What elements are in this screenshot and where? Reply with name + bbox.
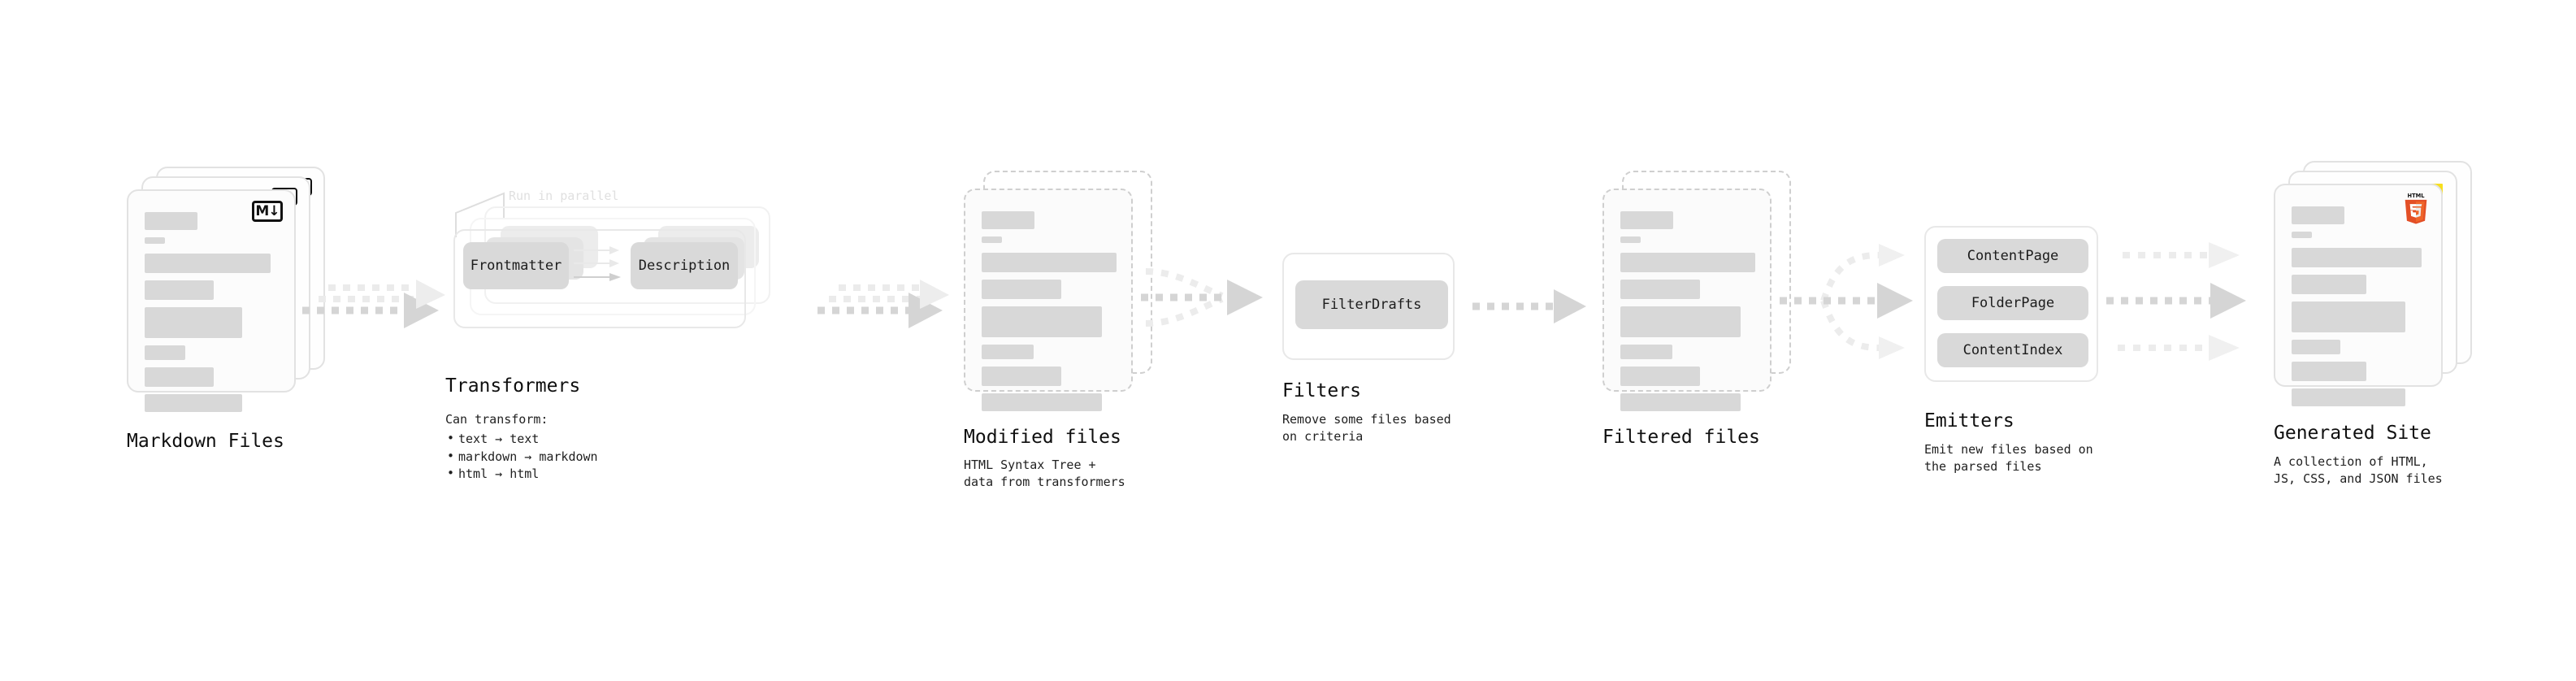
emitter-node-contentpage[interactable]: ContentPage [1937, 239, 2088, 273]
filter-node-filterdrafts[interactable]: FilterDrafts [1295, 280, 1448, 329]
transformer-node-description[interactable]: Description [631, 242, 738, 289]
doc-skeleton [1620, 211, 1755, 419]
caption-title-emitters: Emitters [1924, 410, 2014, 432]
caption-title-markdown: Markdown Files [127, 431, 284, 452]
caption-sub-filters: Remove some files based on criteria [1282, 412, 1451, 445]
markdown-icon: M↓ [252, 201, 283, 222]
markdown-card-front: M↓ [127, 189, 296, 412]
emitters-panel: ContentPage FolderPage ContentIndex [1924, 226, 2098, 382]
transformers-panel-front [453, 229, 746, 328]
caption-list-transformers: Can transform: text → text markdown → ma… [445, 411, 598, 484]
can-transform-label: Can transform: [445, 412, 549, 427]
connector-transformers-to-modified [817, 280, 949, 328]
caption-sub-emitters: Emit new files based on the parsed files [1924, 442, 2093, 475]
run-in-parallel-label: Run in parallel [509, 189, 619, 203]
doc-skeleton [145, 212, 280, 419]
connector-md-to-transformers [302, 280, 445, 328]
connector-emitters-to-site [2106, 242, 2246, 361]
connector-filters-to-filtered [1472, 289, 1586, 323]
caption-title-filters: Filters [1282, 380, 1361, 401]
connector-modified-to-filters [1141, 268, 1263, 327]
html5-icon: HTML [2405, 193, 2427, 224]
transform-item: markdown → markdown [445, 448, 598, 466]
emitter-node-folderpage[interactable]: FolderPage [1937, 286, 2088, 320]
transformers-inner-arrows [574, 246, 621, 281]
caption-title-transformers: Transformers [445, 375, 581, 397]
filters-panel: FilterDrafts [1282, 253, 1455, 360]
caption-title-site: Generated Site [2274, 423, 2431, 444]
transform-item: html → html [445, 465, 598, 484]
connector-filtered-to-emitters [1780, 244, 1913, 359]
svg-text:HTML: HTML [2408, 193, 2426, 199]
emitter-node-contentindex[interactable]: ContentIndex [1937, 333, 2088, 367]
doc-skeleton [2292, 206, 2426, 414]
site-card-front: HTML [2274, 184, 2443, 406]
doc-skeleton [982, 211, 1117, 419]
transformer-node-frontmatter[interactable]: Frontmatter [463, 242, 569, 289]
modified-card-front [964, 189, 1133, 411]
caption-sub-site: A collection of HTML, JS, CSS, and JSON … [2274, 454, 2443, 487]
caption-sub-modified: HTML Syntax Tree + data from transformer… [964, 458, 1125, 490]
filtered-card-front [1602, 189, 1772, 411]
transform-item: text → text [445, 430, 598, 449]
caption-title-modified: Modified files [964, 427, 1121, 448]
caption-title-filtered: Filtered files [1602, 427, 1760, 448]
